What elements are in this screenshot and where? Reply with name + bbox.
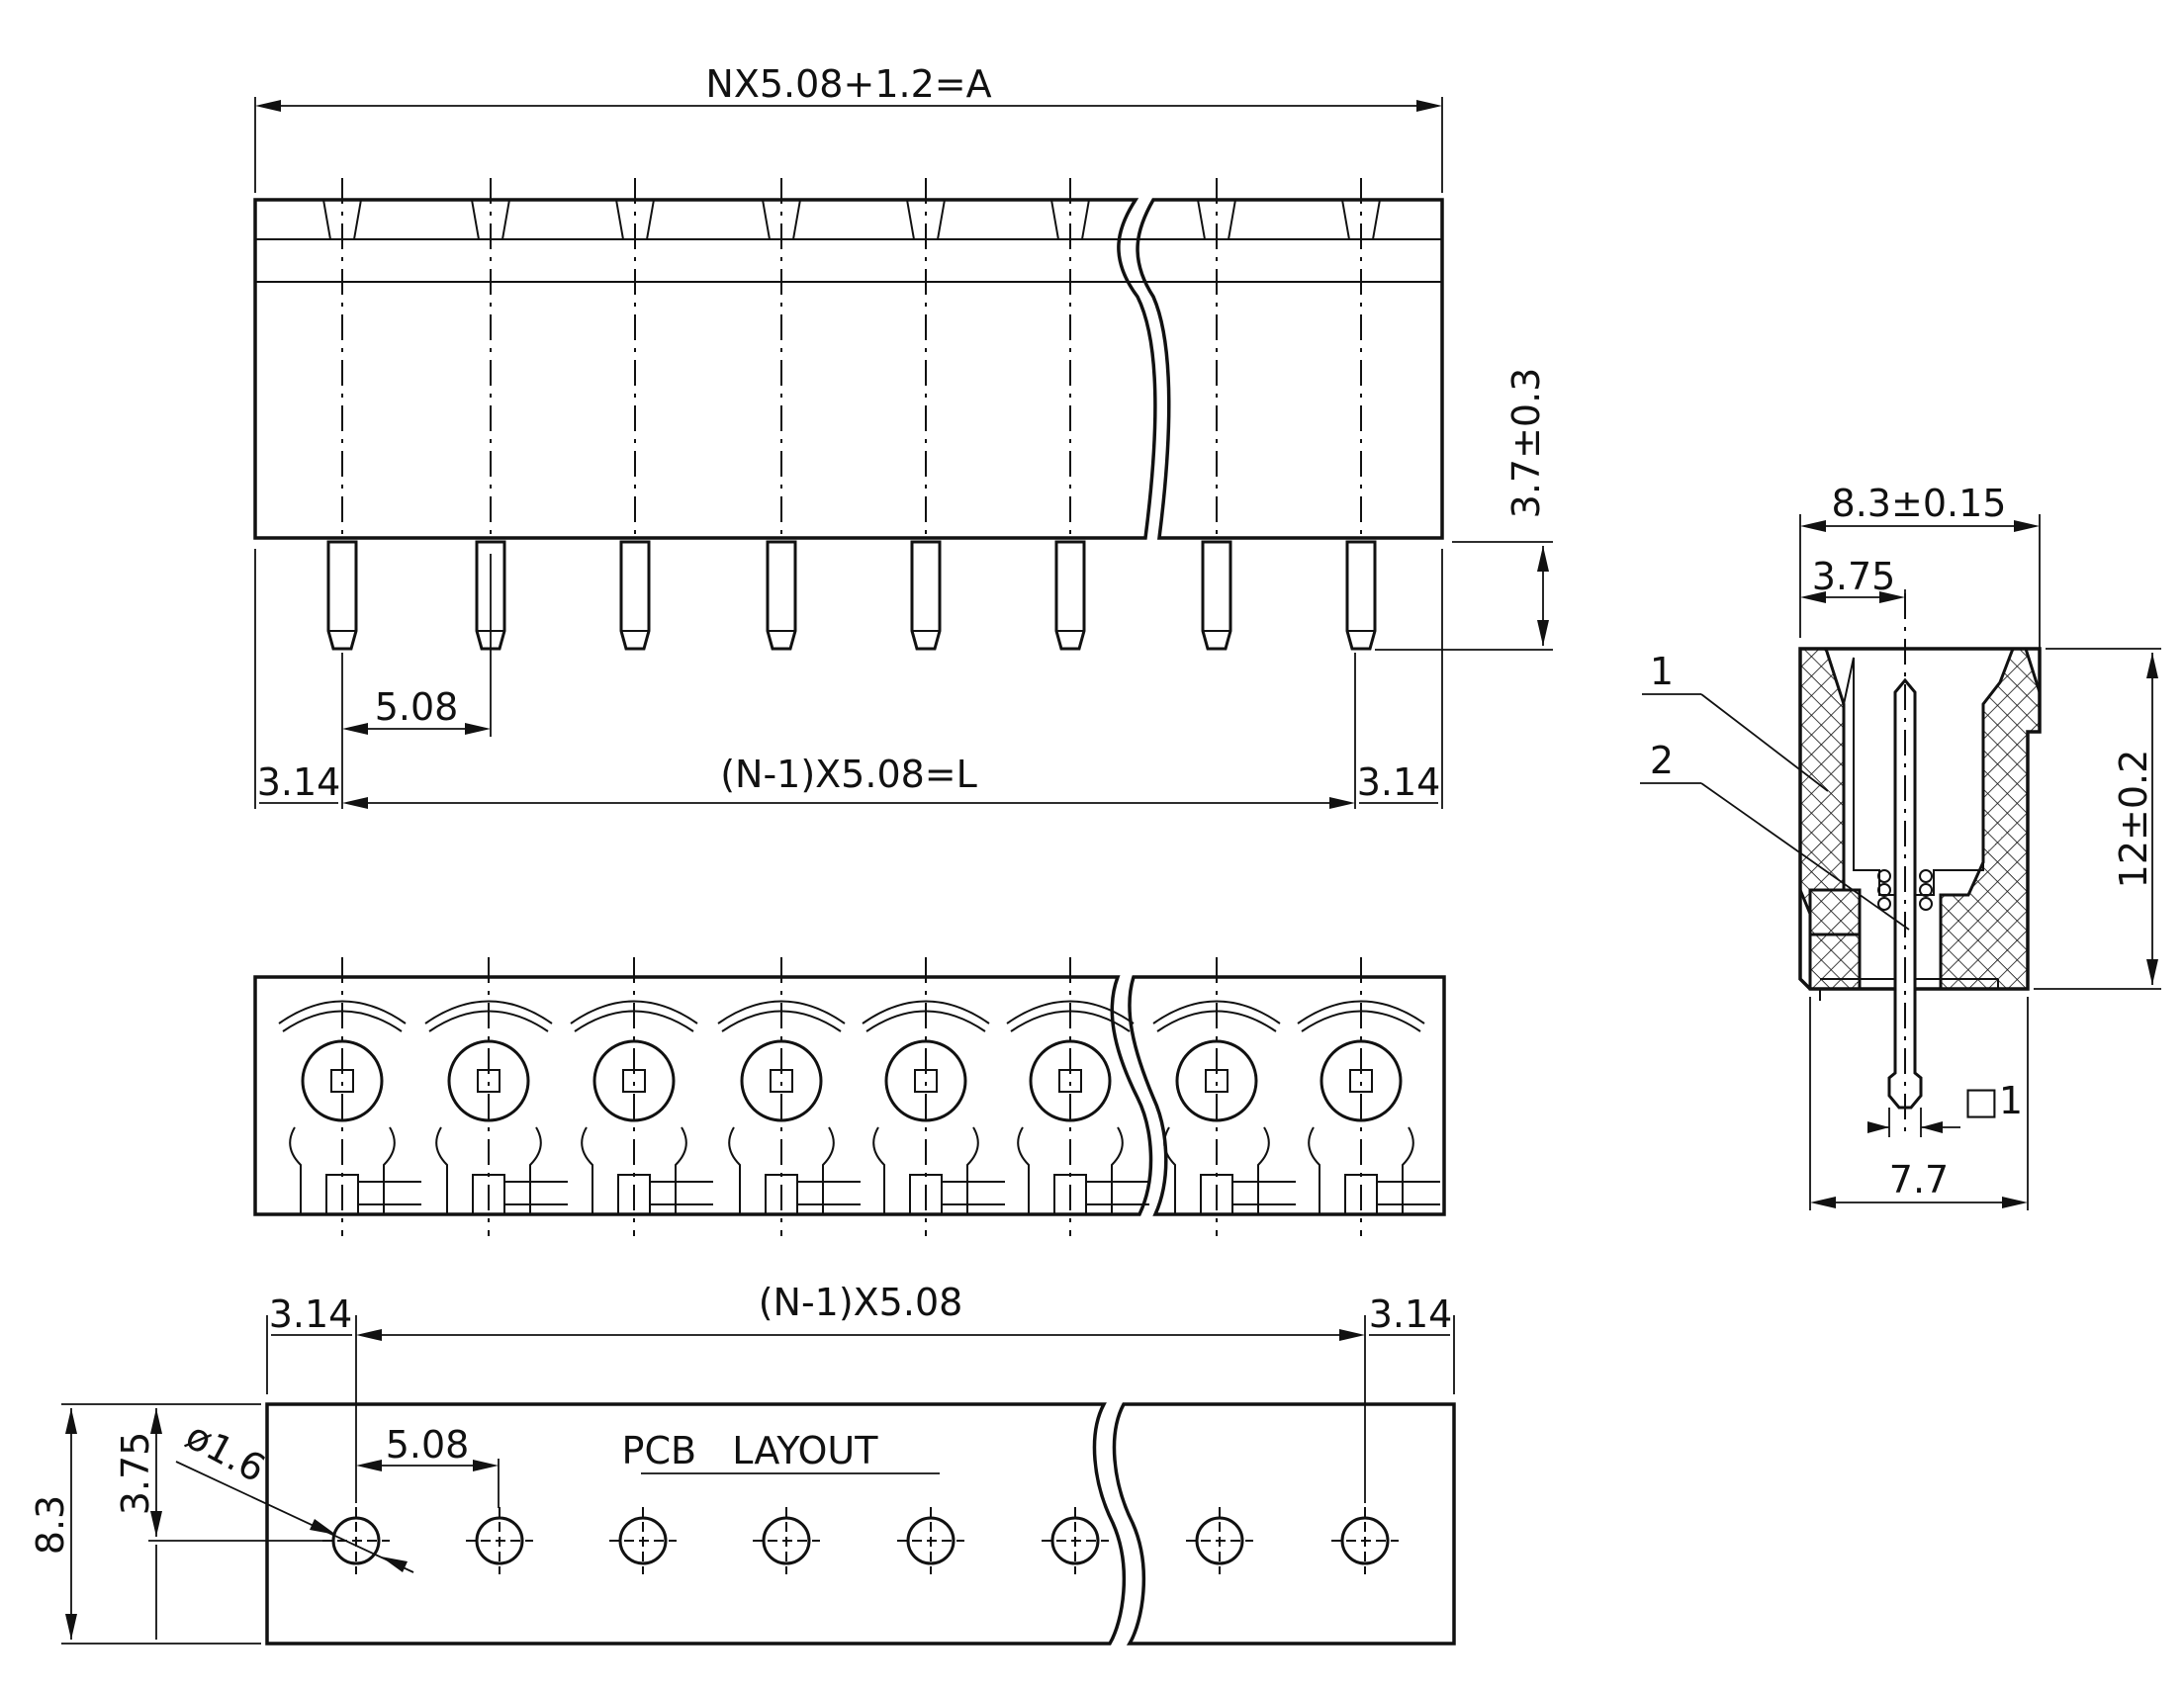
front-slot bbox=[762, 199, 801, 240]
terminal-cell bbox=[1006, 1000, 1149, 1215]
terminal-cell bbox=[717, 1000, 861, 1215]
side-left-wall bbox=[1798, 647, 1862, 991]
front-pins bbox=[326, 540, 1377, 651]
front-slot bbox=[1050, 199, 1090, 240]
front-body-left bbox=[253, 198, 1157, 540]
edge-right-dim-label: 3.14 bbox=[1357, 760, 1441, 804]
pcb-depth-dim-label: 8.3 bbox=[29, 1495, 72, 1555]
pcb-holes bbox=[322, 1507, 1399, 1574]
overall-dim-label: NX5.08+1.2=A bbox=[705, 62, 991, 106]
pcb-edge-left-dim-label: 3.14 bbox=[269, 1292, 353, 1336]
side-pin-dim-label: □1 bbox=[1963, 1079, 2023, 1122]
side-offset-dim-label: 3.75 bbox=[1812, 555, 1896, 598]
top-terminal-cells bbox=[278, 1000, 1440, 1215]
front-slot bbox=[615, 199, 655, 240]
pcb-row-offset-dim-label: 3.75 bbox=[114, 1432, 157, 1516]
front-pin bbox=[326, 540, 358, 651]
callout-1: 1 bbox=[1650, 650, 1674, 693]
front-slot bbox=[1341, 199, 1381, 240]
top-centerlines bbox=[341, 957, 1362, 1236]
hole-dim-label: ø1.6 bbox=[179, 1413, 273, 1490]
terminal-cell bbox=[1297, 1000, 1440, 1215]
side-contact-springs bbox=[1877, 869, 1933, 911]
side-view: 1 2 8.3±0.15 3.75 12±0.2 □1 bbox=[1640, 482, 2161, 1210]
span-dim-label: (N-1)X5.08=L bbox=[720, 753, 977, 796]
side-base bbox=[1808, 888, 1862, 936]
pitch-dim-label: 5.08 bbox=[375, 685, 459, 729]
terminal-cell bbox=[570, 1000, 713, 1215]
front-pin bbox=[1345, 540, 1377, 651]
pcb-span-dim-label: (N-1)X5.08 bbox=[759, 1281, 963, 1324]
pcb-edge-right-dim-label: 3.14 bbox=[1369, 1292, 1453, 1336]
pcb-hole bbox=[1186, 1507, 1253, 1574]
front-view: NX5.08+1.2=A 3.7±0.3 5.08 3.14 (N-1)X5.0… bbox=[253, 62, 1553, 809]
front-pin bbox=[1054, 540, 1086, 651]
terminal-cell bbox=[278, 1000, 421, 1215]
edge-left-dim-label: 3.14 bbox=[257, 760, 341, 804]
front-slot bbox=[906, 199, 946, 240]
pcb-layout-title: PCB LAYOUT bbox=[622, 1429, 879, 1472]
front-centerlines bbox=[341, 178, 1362, 539]
front-slots bbox=[322, 199, 1381, 240]
pcb-hole bbox=[609, 1507, 677, 1574]
side-base-dim-label: 7.7 bbox=[1889, 1158, 1949, 1202]
side-width-dim-label: 8.3±0.15 bbox=[1832, 482, 2007, 525]
front-slot bbox=[1197, 199, 1236, 240]
top-body-right bbox=[1128, 975, 1446, 1216]
side-height-dim-label: 12±0.2 bbox=[2112, 750, 2155, 889]
pcb-hole bbox=[753, 1507, 820, 1574]
front-pin bbox=[1201, 540, 1232, 651]
terminal-cell bbox=[1152, 1000, 1296, 1215]
side-pin bbox=[1887, 677, 1923, 1110]
top-body-left bbox=[253, 975, 1153, 1216]
pcb-hole bbox=[466, 1507, 533, 1574]
front-pin bbox=[910, 540, 942, 651]
pcb-hole bbox=[322, 1507, 390, 1574]
front-body-right bbox=[1136, 198, 1444, 540]
side-right-wall bbox=[1939, 647, 2042, 991]
pcb-layout: PCB LAYOUT 3.14 (N-1)X5.08 3.14 5.08 ø1.… bbox=[29, 1281, 1456, 1646]
terminal-cell bbox=[424, 1000, 568, 1215]
callout-2: 2 bbox=[1650, 739, 1674, 782]
terminal-cell bbox=[862, 1000, 1005, 1215]
front-slot bbox=[322, 199, 362, 240]
height-dim-label: 3.7±0.3 bbox=[1504, 368, 1548, 519]
pcb-board-left bbox=[265, 1402, 1127, 1646]
top-view bbox=[253, 957, 1446, 1236]
front-slot bbox=[471, 199, 510, 240]
pcb-hole bbox=[1042, 1507, 1109, 1574]
front-pin bbox=[766, 540, 797, 651]
pcb-hole bbox=[897, 1507, 964, 1574]
pcb-pitch-dim-label: 5.08 bbox=[386, 1423, 470, 1467]
front-pin bbox=[619, 540, 651, 651]
pcb-hole bbox=[1331, 1507, 1399, 1574]
pcb-board-right bbox=[1112, 1402, 1456, 1646]
